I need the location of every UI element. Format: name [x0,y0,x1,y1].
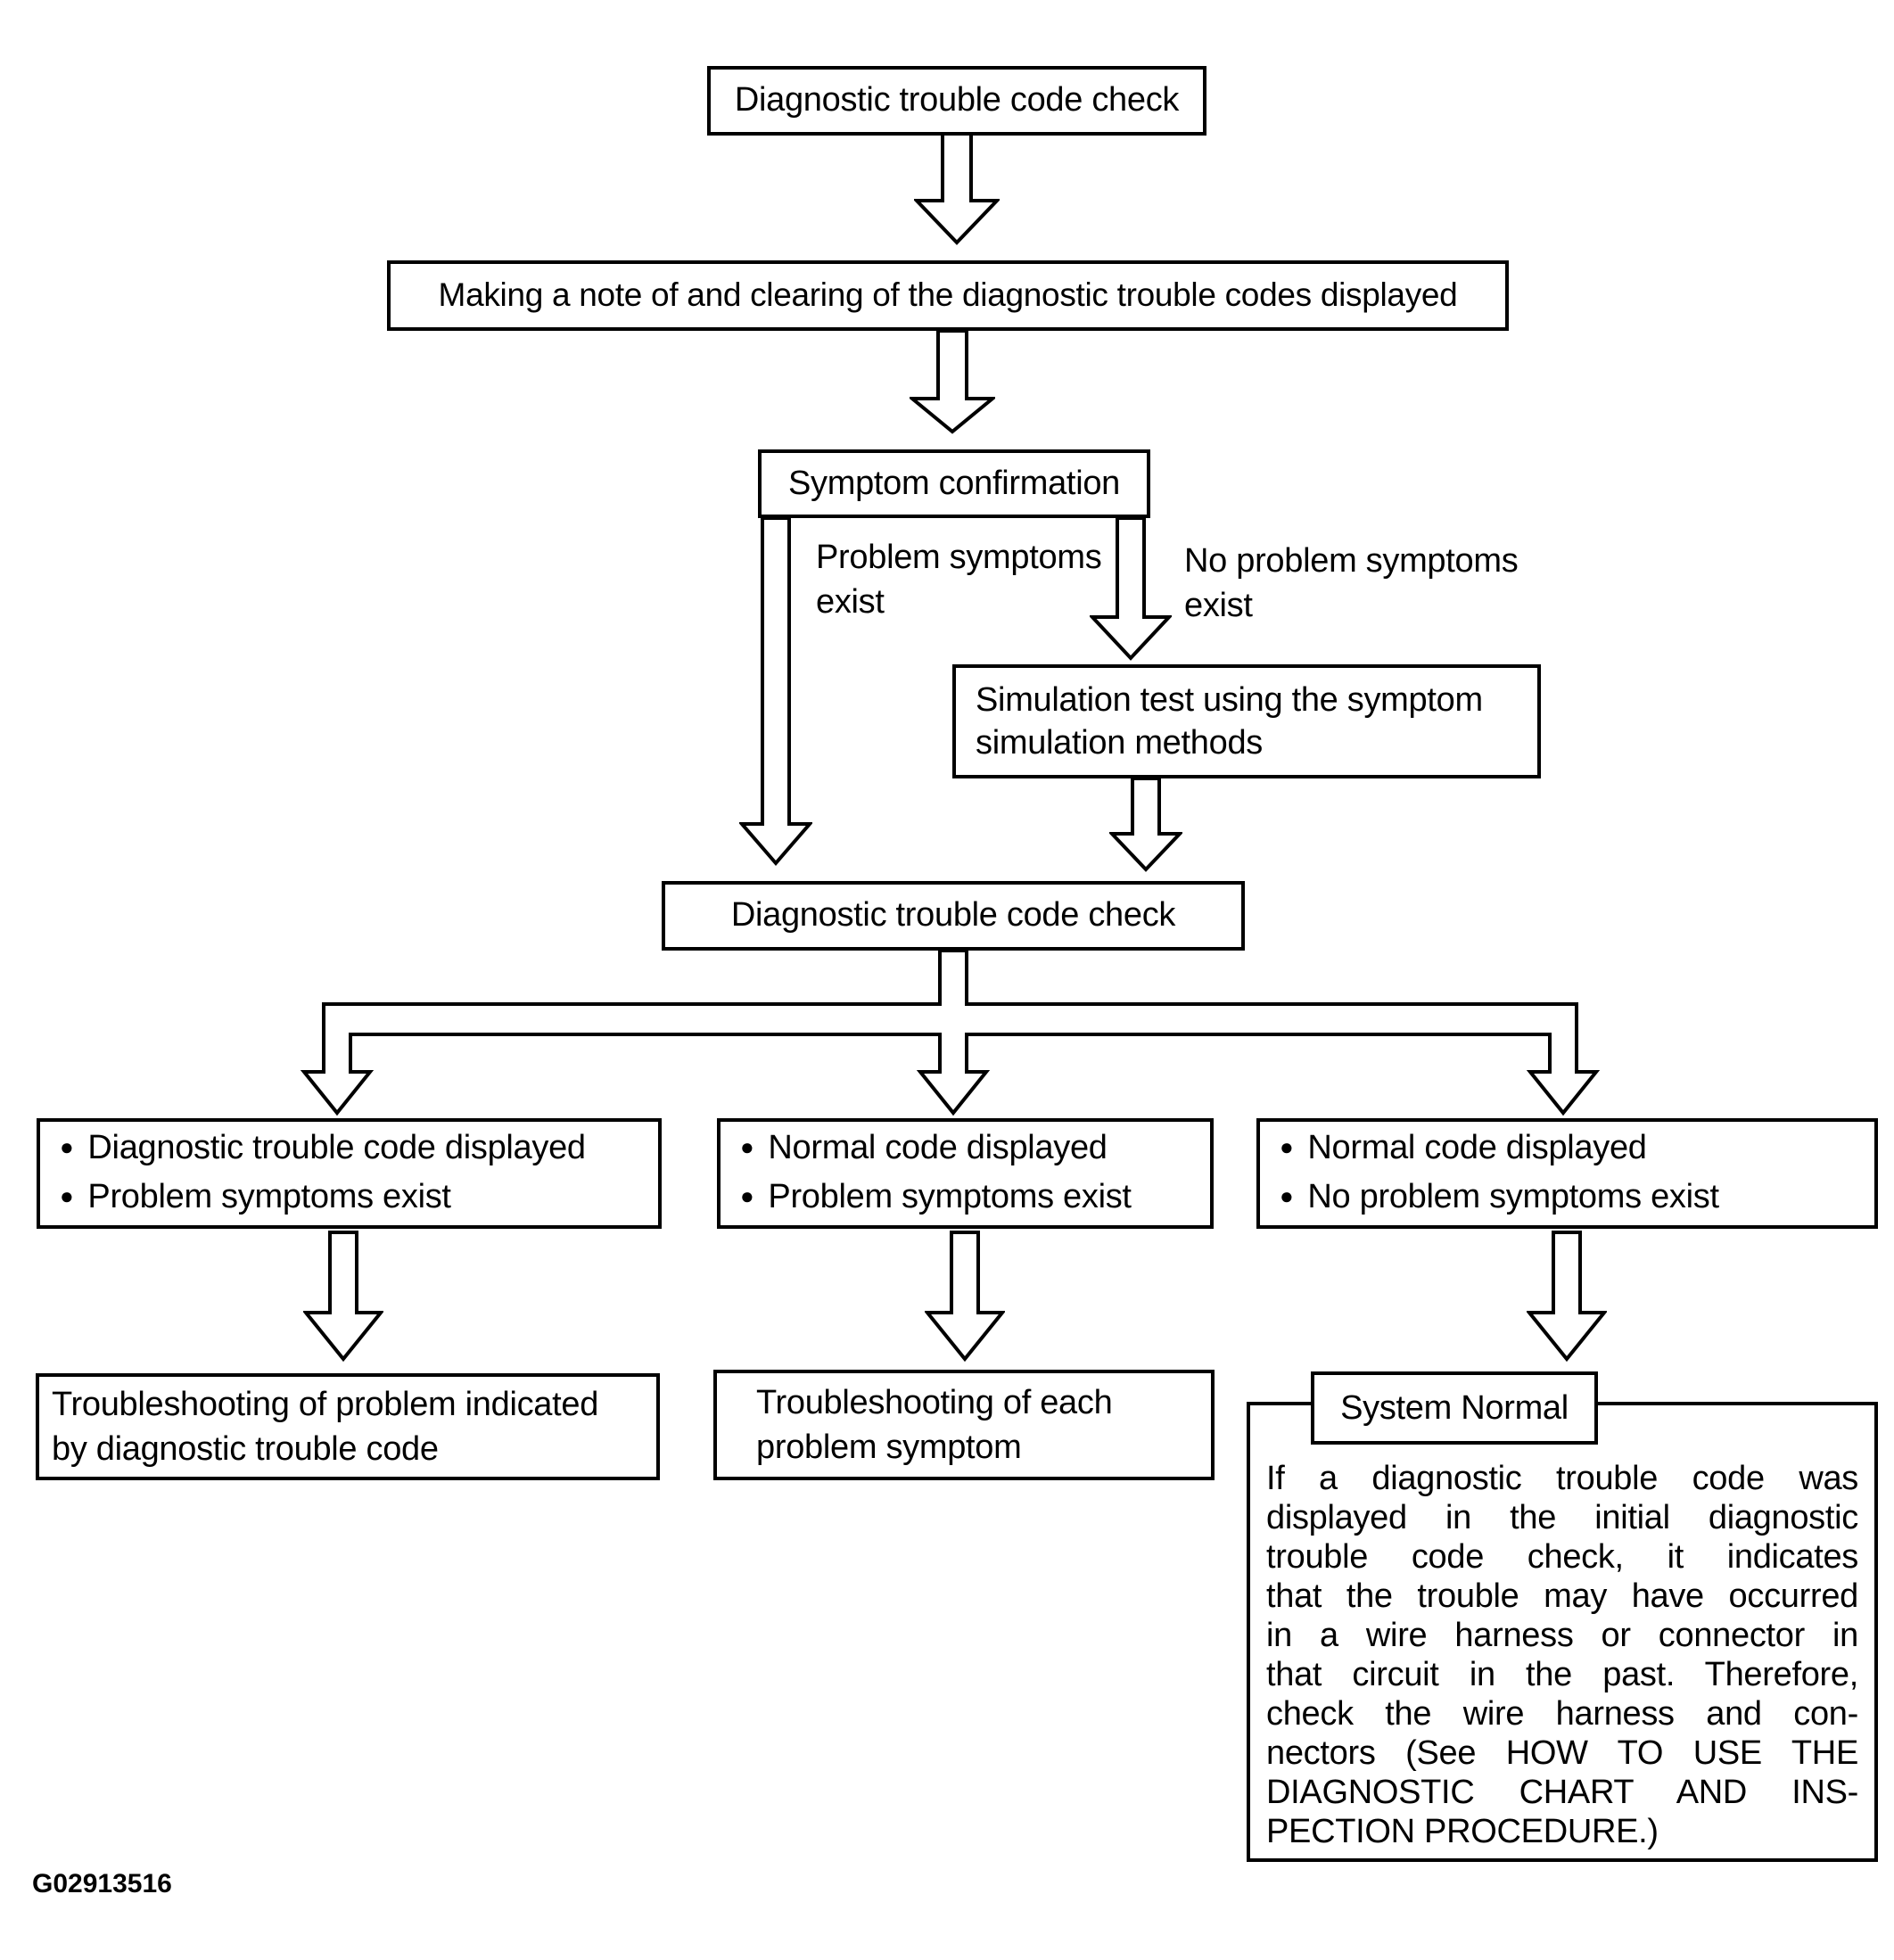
node-making-note: Making a note of and clearing of the dia… [387,260,1509,331]
bullet-icon: ● [60,1182,74,1209]
note-line: that the trouble may have occurred [1266,1577,1858,1615]
outcome-right-item2: ● No problem symptoms exist [1280,1174,1874,1223]
outcome-center-item1-label: Normal code displayed [768,1129,1108,1166]
node-simulation-test-line2: simulation methods [976,724,1263,762]
note-line: nectors (See HOW TO USE THE [1266,1734,1858,1772]
arrow-down-2 [910,329,995,434]
note-line: displayed in the initial diagnostic [1266,1499,1858,1536]
node-system-normal-label: System Normal [1340,1388,1569,1427]
node-troubleshoot-code-line1: Troubleshooting of problem indicated [52,1386,599,1423]
note-line: in a wire harness or connector in [1266,1617,1858,1654]
node-troubleshoot-symptom-line2: problem symptom [756,1429,1022,1466]
node-system-normal-note-box [1247,1402,1878,1862]
arrow-down-left-outcome [303,1231,383,1363]
note-line: trouble code check, it indicates [1266,1538,1858,1576]
outcome-right-item1-label: Normal code displayed [1307,1129,1647,1166]
node-troubleshoot-code: Troubleshooting of problem indicated by … [36,1373,660,1480]
outcome-center-item2-label: Problem symptoms exist [768,1178,1132,1215]
edge-label-no-problem-symptoms-line2: exist [1184,587,1253,624]
note-line: that circuit in the past. Therefore, [1266,1656,1858,1693]
edge-label-no-problem-symptoms: No problem symptoms exist [1184,539,1519,628]
arrow-down-3 [1109,777,1182,872]
edge-label-no-problem-symptoms-line1: No problem symptoms [1184,542,1519,580]
outcome-right-item2-label: No problem symptoms exist [1307,1178,1719,1215]
node-troubleshoot-code-line2: by diagnostic trouble code [52,1430,439,1468]
node-simulation-test: Simulation test using the symptom simula… [952,664,1541,778]
node-dtc-check-top-label: Diagnostic trouble code check [734,81,1180,119]
node-troubleshoot-symptom-line1: Troubleshooting of each [756,1384,1113,1421]
bullet-icon: ● [1280,1133,1294,1160]
note-line: check the wire harness and con- [1266,1695,1858,1733]
node-outcome-code-displayed: ● Diagnostic trouble code displayed ● Pr… [37,1118,662,1229]
edge-label-problem-symptoms-line2: exist [816,583,885,621]
node-dtc-check-top: Diagnostic trouble code check [707,66,1206,136]
bullet-icon: ● [1280,1182,1294,1209]
note-line: DIAGNOSTIC CHART AND INS- [1266,1774,1858,1811]
node-system-normal: System Normal [1311,1371,1598,1445]
figure-id-label: G02913516 [32,1869,172,1898]
arrow-down-1 [914,132,1000,245]
outcome-right-item1: ● Normal code displayed [1280,1124,1874,1174]
arrow-down-right-outcome [1527,1231,1607,1363]
arrow-down-problem-path [739,516,812,867]
outcome-center-item2: ● Problem symptoms exist [740,1174,1210,1223]
node-symptom-confirmation: Symptom confirmation [758,449,1150,518]
node-dtc-check-mid-label: Diagnostic trouble code check [730,896,1176,935]
arrow-down-center-outcome [925,1231,1005,1363]
outcome-left-item1-label: Diagnostic trouble code displayed [87,1129,586,1166]
node-simulation-test-line1: Simulation test using the symptom [976,681,1483,719]
bullet-icon: ● [740,1133,754,1160]
node-troubleshoot-symptom: Troubleshooting of each problem symptom [713,1370,1215,1480]
node-outcome-normal-code-problem: ● Normal code displayed ● Problem sympto… [717,1118,1214,1229]
edge-label-problem-symptoms: Problem symptoms exist [816,535,1102,624]
note-line: PECTION PROCEDURE.) [1266,1813,1659,1850]
outcome-left-item2-label: Problem symptoms exist [87,1178,451,1215]
edge-label-problem-symptoms-line1: Problem symptoms [816,539,1102,576]
bullet-icon: ● [740,1182,754,1209]
outcome-left-item2: ● Problem symptoms exist [60,1174,658,1223]
outcome-center-item1: ● Normal code displayed [740,1124,1210,1174]
node-dtc-check-mid: Diagnostic trouble code check [662,881,1245,951]
bullet-icon: ● [60,1133,74,1160]
node-outcome-normal-code-no-problem: ● Normal code displayed ● No problem sym… [1256,1118,1878,1229]
node-symptom-confirmation-label: Symptom confirmation [787,464,1120,502]
system-normal-note-paragraph: If a diagnostic trouble code was display… [1266,1459,1858,1851]
note-line: If a diagnostic trouble code was [1266,1460,1858,1497]
arrow-down-no-problem-path [1090,516,1172,661]
node-making-note-label: Making a note of and clearing of the dia… [438,276,1458,314]
connector-three-way-branch [300,949,1601,1116]
outcome-left-item1: ● Diagnostic trouble code displayed [60,1124,658,1174]
